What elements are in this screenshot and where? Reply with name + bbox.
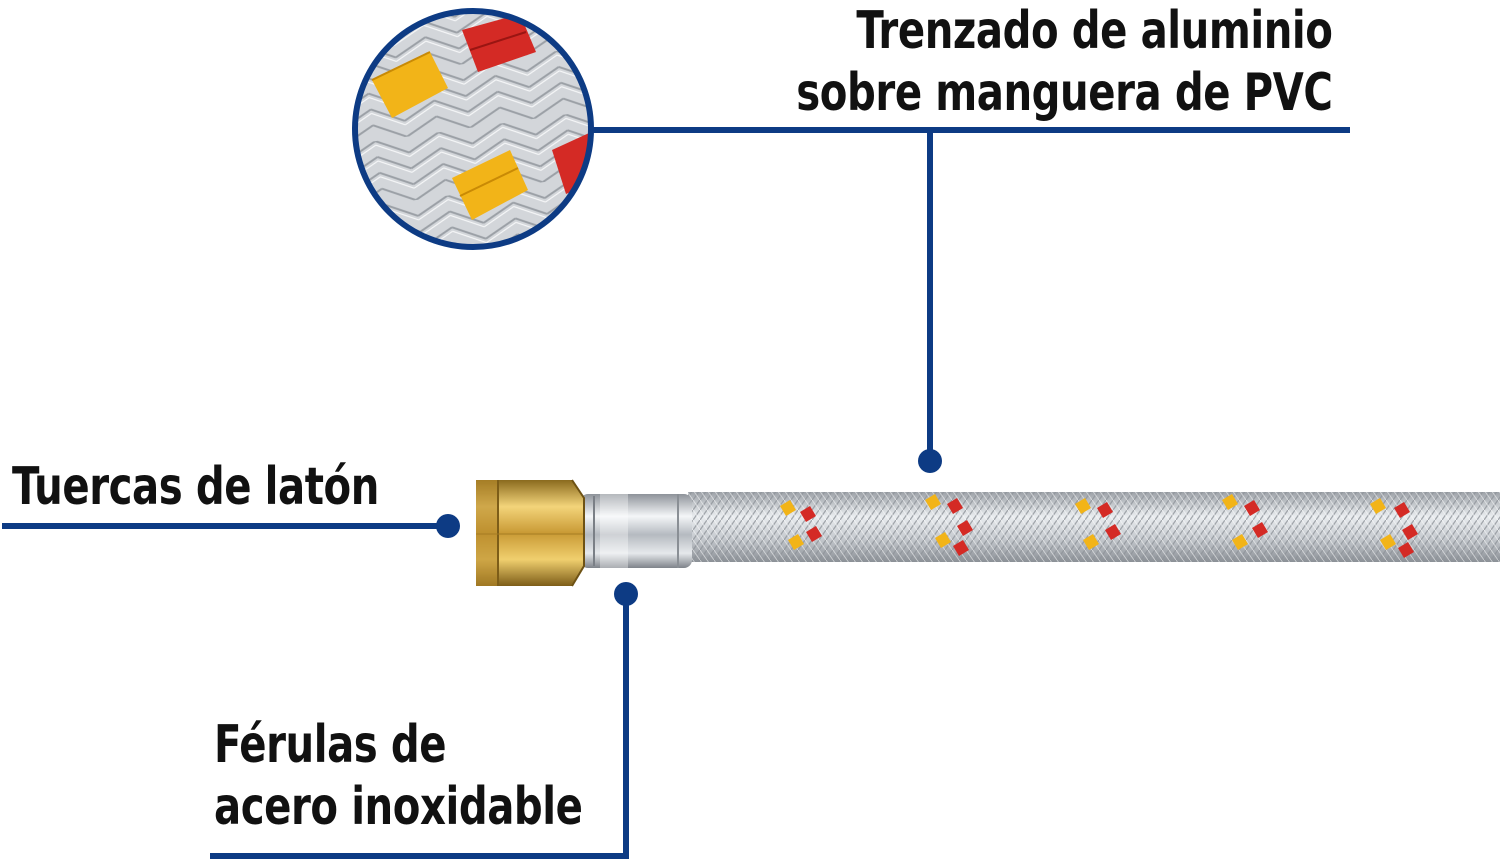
hose-color-marks xyxy=(780,494,1418,558)
leader-nut xyxy=(2,514,460,538)
stainless-ferrule xyxy=(580,494,692,568)
braided-hose xyxy=(688,492,1500,562)
braid-callout-line1: Trenzado de aluminio xyxy=(855,1,1333,61)
nut-callout-text: Tuercas de latón xyxy=(12,457,379,517)
nut-callout-label: Tuercas de latón xyxy=(12,456,379,518)
braid-callout-label: Trenzado de aluminio sobre manguera de P… xyxy=(795,0,1333,124)
leader-ferrule xyxy=(210,582,638,859)
ferrule-callout-line2: acero inoxidable xyxy=(214,777,583,837)
braid-callout-line2: sobre manguera de PVC xyxy=(795,63,1333,123)
leader-braid xyxy=(591,127,1350,473)
brass-nut xyxy=(476,479,585,587)
ferrule-callout-label: Férulas de acero inoxidable xyxy=(214,714,583,838)
ferrule-callout-line1: Férulas de xyxy=(214,715,447,775)
braid-yellow-strands xyxy=(371,51,528,220)
